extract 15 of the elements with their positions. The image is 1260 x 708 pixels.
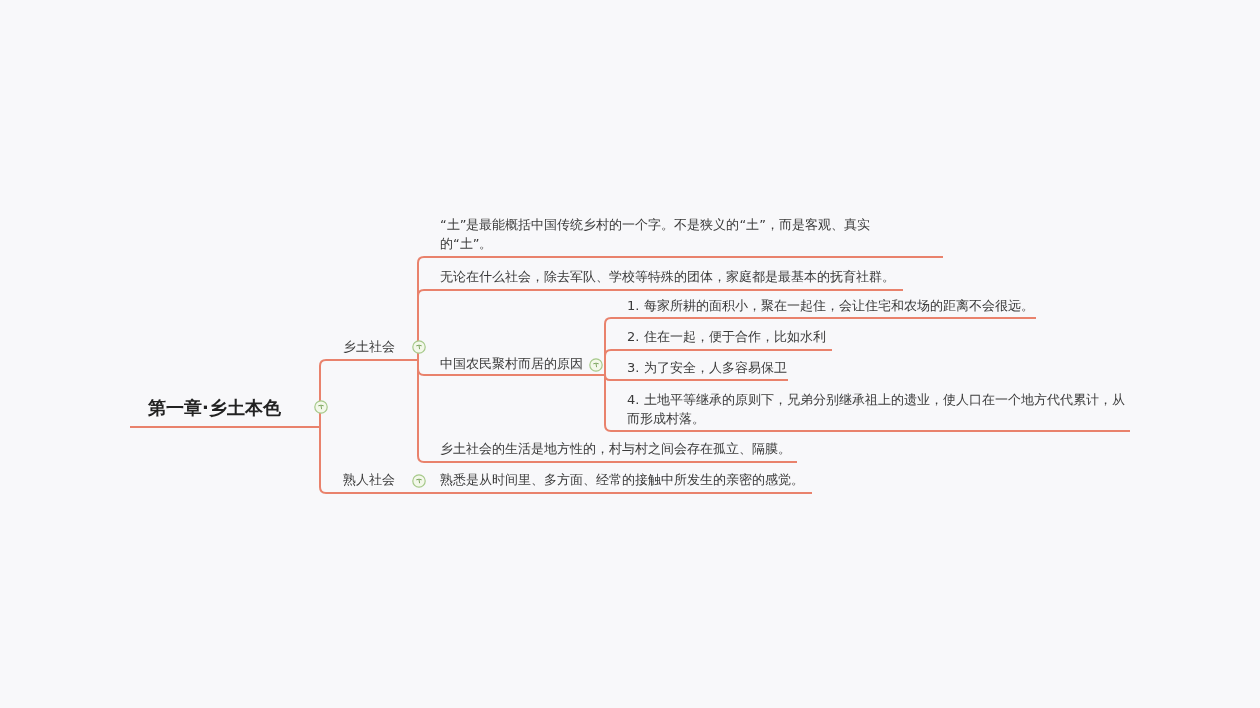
branch-topic: 熟人社会 <box>326 468 411 494</box>
subtopic: 熟悉是从时间里、多方面、经常的接触中所发生的亲密的感觉。 <box>430 468 812 494</box>
subtopic: 3. 为了安全，人多容易保卫 <box>613 356 788 381</box>
subtopic: 乡土社会的生活是地方性的，村与村之间会存在孤立、隔膜。 <box>424 437 797 463</box>
subtopic: 无论在什么社会，除去军队、学校等特殊的团体，家庭都是最基本的抚育社群。 <box>424 264 903 291</box>
central-topic: 第一章·乡土本色 <box>130 394 313 428</box>
connector-line <box>410 492 431 494</box>
branch-topic: 乡土社会 <box>326 335 411 361</box>
subtopic: 2. 住在一起，便于合作，比如水利 <box>613 325 832 351</box>
connector-line <box>312 426 327 494</box>
subtopic: 4. 土地平等继承的原则下，兄弟分别继承祖上的遗业，使人口在一个地方代代累计，从而形成村落。 <box>613 387 1130 432</box>
subtopic: 中国农民聚村而居的原因 <box>424 356 587 376</box>
connector-line <box>410 359 425 463</box>
subtopic: 1. 每家所耕的面积小，聚在一起住，会让住宅和农场的距离不会很远。 <box>613 294 1036 319</box>
subtopic: “土”是最能概括中国传统乡村的一个字。不是狭义的“土”，而是客观、真实的“土”。 <box>424 212 943 258</box>
